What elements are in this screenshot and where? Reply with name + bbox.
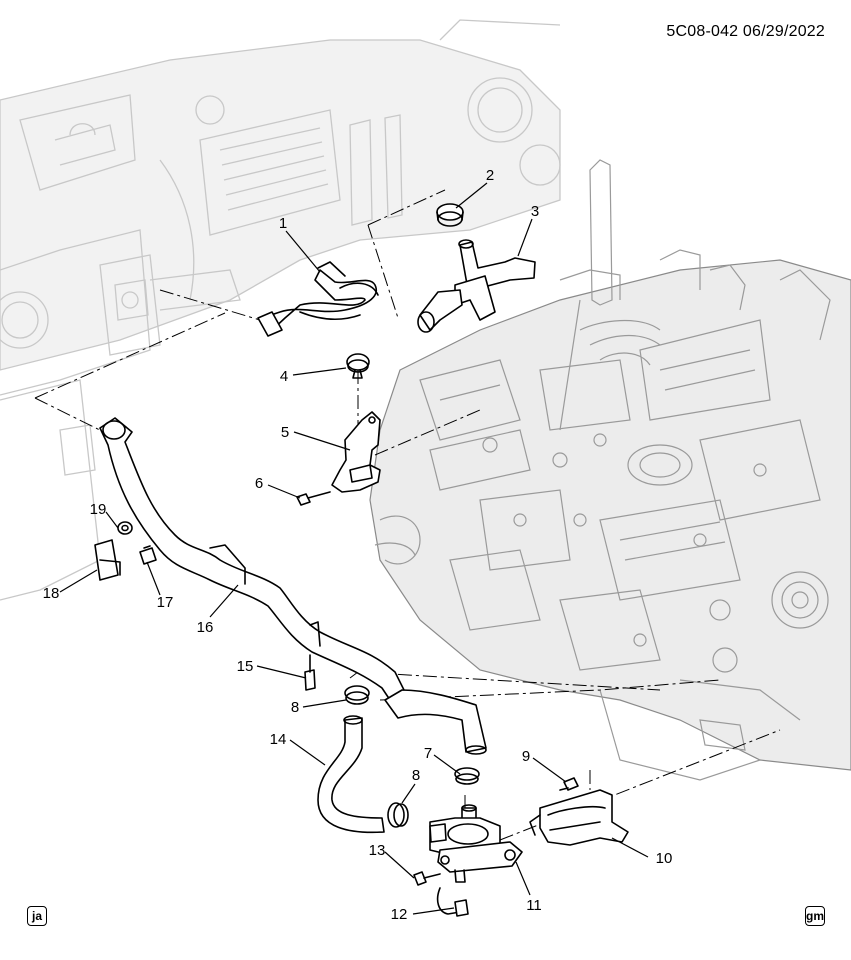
part-6-bolt <box>296 491 331 506</box>
part-4-clamp <box>346 353 370 379</box>
callout-5: 5 <box>281 424 289 441</box>
callout-1: 1 <box>279 215 287 232</box>
gm-badge: gm <box>805 906 825 926</box>
part-18-clip <box>94 539 121 581</box>
callout-17: 17 <box>157 594 174 611</box>
diagram-code: 5C08-042 06/29/2022 <box>666 23 825 40</box>
callout-18: 18 <box>43 585 60 602</box>
part-7-clamp <box>454 767 480 785</box>
callout-3: 3 <box>531 203 539 220</box>
part-10-bracket <box>529 789 629 846</box>
part-17-nut <box>139 545 157 565</box>
part-19-washer <box>117 521 133 535</box>
callout-7: 7 <box>424 745 432 762</box>
ja-badge: ja <box>27 906 47 926</box>
callout-12: 12 <box>391 906 408 923</box>
part-16-long-hose <box>99 417 406 701</box>
part-11-water-pump <box>429 804 523 883</box>
callout-16: 16 <box>197 619 214 636</box>
pump-inlet-hose <box>384 689 487 755</box>
callout-8-lower: 8 <box>412 767 420 784</box>
callout-9: 9 <box>522 748 530 765</box>
body-structure-background <box>0 19 561 601</box>
callout-19: 19 <box>90 501 107 518</box>
engine-assembly <box>369 159 851 781</box>
part-15-fitting <box>304 654 316 691</box>
callout-13: 13 <box>369 842 386 859</box>
part-12-connector <box>436 887 469 917</box>
part-8-lower-clamp <box>387 802 409 828</box>
part-3-hose-bracket <box>417 239 536 333</box>
callout-14: 14 <box>270 731 287 748</box>
callout-11: 11 <box>526 897 542 914</box>
part-14-lower-hose <box>317 715 385 834</box>
part-9-bolt <box>559 777 579 791</box>
callout-8-upper: 8 <box>291 699 299 716</box>
callout-10: 10 <box>656 850 673 867</box>
callout-6: 6 <box>255 475 263 492</box>
callout-labels: 1 2 3 4 5 6 7 8 8 9 10 11 12 13 14 15 16… <box>43 167 673 923</box>
part-1-upper-hose <box>257 261 379 337</box>
part-13-bolt <box>413 871 441 886</box>
callout-2: 2 <box>486 167 494 184</box>
callout-15: 15 <box>237 658 254 675</box>
callout-4: 4 <box>280 368 288 385</box>
part-8-upper-clamp <box>344 685 370 705</box>
part-5-bracket <box>331 411 381 493</box>
leader-lines <box>59 182 649 915</box>
